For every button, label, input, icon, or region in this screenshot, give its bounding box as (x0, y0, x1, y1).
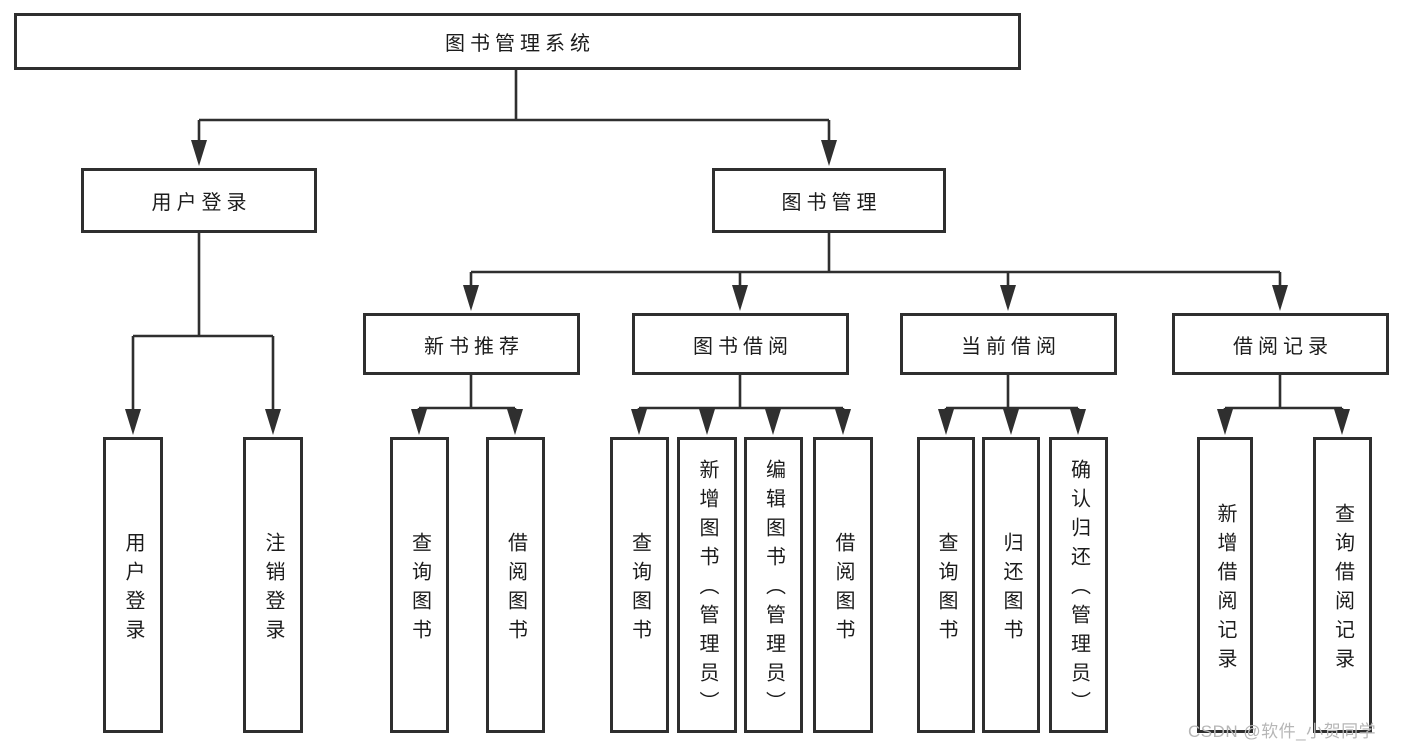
leaf-borrow-books-recommend: 借阅图书 (486, 437, 545, 733)
node-label: 查询图书 (935, 531, 957, 648)
leaf-edit-books-admin: 编辑图书（管理员） (744, 437, 803, 733)
node-label: 新增图书（管理员） (696, 459, 718, 720)
node-label: 新书推荐 (424, 335, 524, 358)
node-label: 确认归还（管理员） (1067, 459, 1090, 720)
leaf-add-borrow-record: 新增借阅记录 (1197, 437, 1253, 733)
node-label: 用户登录 (151, 192, 252, 214)
node-label: 编辑图书（管理员） (762, 459, 785, 720)
node-library-management-system: 图书管理系统 (14, 13, 1021, 70)
node-current-borrowing: 当前借阅 (900, 313, 1117, 375)
node-label: 图书管理系统 (445, 33, 595, 55)
node-label: 查询图书 (408, 531, 431, 648)
node-label: 借阅图书 (832, 531, 854, 648)
node-book-borrowing: 图书借阅 (632, 313, 849, 375)
node-label: 图书管理 (781, 192, 882, 214)
leaf-query-books-recommend: 查询图书 (390, 437, 449, 733)
leaf-borrow-books: 借阅图书 (813, 437, 873, 733)
node-label: 查询借阅记录 (1331, 502, 1354, 677)
leaf-user-login: 用户登录 (103, 437, 163, 733)
leaf-query-books-current: 查询图书 (917, 437, 975, 733)
node-label: 图书借阅 (693, 335, 793, 358)
node-label: 当前借阅 (961, 335, 1061, 358)
node-borrowing-records: 借阅记录 (1172, 313, 1389, 375)
node-label: 借阅记录 (1233, 335, 1333, 358)
leaf-return-books: 归还图书 (982, 437, 1040, 733)
node-book-management: 图书管理 (712, 168, 946, 233)
csdn-watermark: CSDN @软件_小贺同学 (1188, 722, 1377, 741)
node-new-book-recommendation: 新书推荐 (363, 313, 580, 375)
leaf-confirm-return-admin: 确认归还（管理员） (1049, 437, 1108, 733)
leaf-add-books-admin: 新增图书（管理员） (677, 437, 737, 733)
leaf-logout: 注销登录 (243, 437, 303, 733)
node-label: 查询图书 (628, 531, 651, 648)
leaf-query-books-borrowing: 查询图书 (610, 437, 669, 733)
node-label: 归还图书 (1000, 531, 1022, 648)
node-label: 注销登录 (262, 531, 284, 648)
node-label: 用户登录 (122, 531, 144, 648)
node-label: 借阅图书 (504, 531, 527, 648)
leaf-query-borrow-record: 查询借阅记录 (1313, 437, 1372, 733)
node-label: 新增借阅记录 (1214, 502, 1236, 677)
node-user-login: 用户登录 (81, 168, 317, 233)
